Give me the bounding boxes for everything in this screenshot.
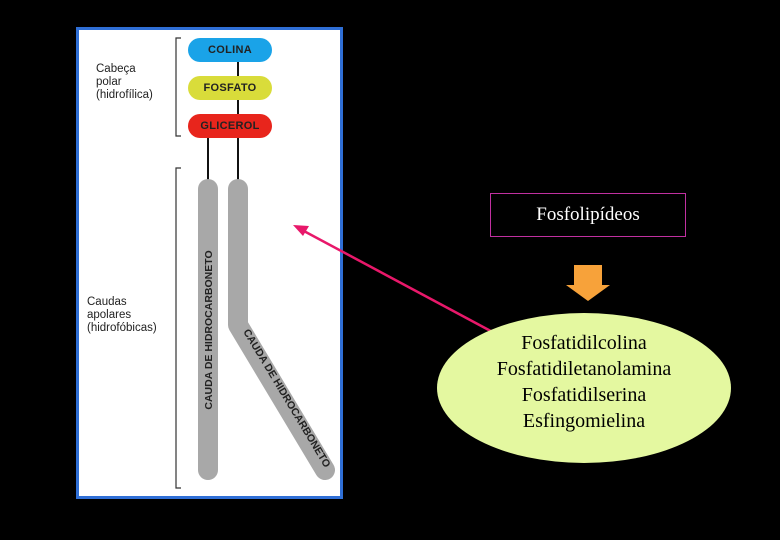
colina-group: COLINA xyxy=(188,38,272,62)
pointer-arrow-line xyxy=(301,228,501,338)
head-polar-label: Cabeça polar (hidrofílica) xyxy=(96,63,153,101)
examples-list: Fosfatidilcolina Fosfatidiletanolamina F… xyxy=(437,330,731,434)
examples-ellipse xyxy=(437,313,731,463)
tail-label-straight: CAUDA DE HIDROCARBONETO xyxy=(203,250,215,409)
tail-apolar-label: Caudas apolares (hidrofóbicas) xyxy=(87,296,157,334)
example-item: Fosfatidilcolina xyxy=(521,332,647,354)
down-arrow-icon xyxy=(566,265,610,301)
hydrocarbon-tail-bent xyxy=(228,179,335,480)
pointer-arrow-head xyxy=(293,225,309,236)
head-bracket xyxy=(175,37,181,137)
tail-label-bent: CAUDA DE HIDROCARBONETO xyxy=(240,327,332,470)
glicerol-group: GLICEROL xyxy=(188,114,272,138)
example-item: Fosfatidiletanolamina xyxy=(496,358,672,380)
fosfato-group: FOSFATO xyxy=(188,76,272,100)
example-item: Esfingomielina xyxy=(522,410,646,432)
phospholipids-title-box: Fosfolipídeos xyxy=(490,193,686,237)
tail-bracket xyxy=(175,167,181,489)
example-item: Fosfatidilserina xyxy=(521,384,647,406)
